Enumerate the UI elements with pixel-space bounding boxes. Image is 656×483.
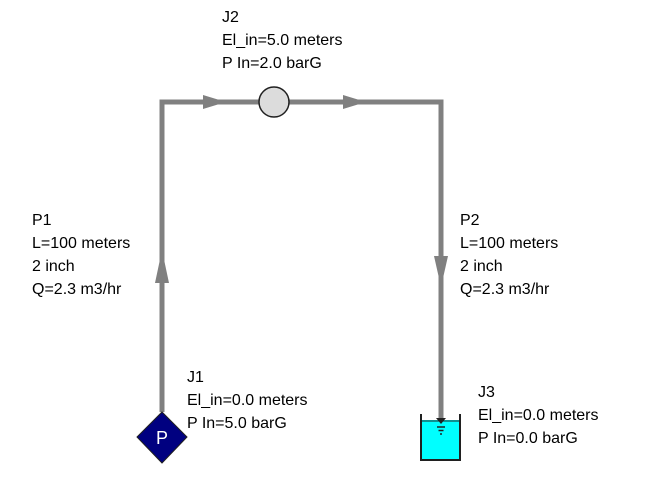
junction-j2-label: J2 El_in=5.0 meters P In=2.0 barG (222, 6, 343, 75)
flow-value: Q=2.3 m3/hr (32, 281, 122, 298)
junction-name: J2 (222, 9, 239, 26)
pipe-p2[interactable] (274, 95, 448, 418)
pipe-name: P2 (460, 212, 480, 229)
elevation-value: El_in=5.0 meters (222, 32, 343, 49)
pipe-p1-label: P1 L=100 meters 2 inch Q=2.3 m3/hr (32, 209, 130, 301)
junction-j3-reservoir-icon[interactable] (420, 414, 461, 461)
elevation-value: El_in=0.0 meters (478, 407, 599, 424)
length-value: L=100 meters (460, 235, 559, 252)
junction-j3-label: J3 El_in=0.0 meters P In=0.0 barG (478, 381, 599, 450)
length-value: L=100 meters (32, 235, 131, 252)
flow-arrow-right-icon (203, 95, 226, 109)
flow-value: Q=2.3 m3/hr (460, 281, 550, 298)
junction-j2-branch-icon[interactable] (258, 86, 290, 118)
pressure-value: P In=5.0 barG (187, 415, 287, 432)
pipe-p1[interactable] (155, 95, 274, 412)
junction-j1-pressure-icon[interactable]: P (136, 411, 188, 464)
junction-j1-label: J1 El_in=0.0 meters P In=5.0 barG (187, 366, 308, 435)
pipe-p2-label: P2 L=100 meters 2 inch Q=2.3 m3/hr (460, 209, 558, 301)
size-value: 2 inch (32, 258, 75, 275)
flow-arrow-right-icon (343, 95, 366, 109)
pressure-value: P In=2.0 barG (222, 55, 322, 72)
pressure-value: P In=0.0 barG (478, 430, 578, 447)
junction-name: J1 (187, 369, 204, 386)
elevation-value: El_in=0.0 meters (187, 392, 308, 409)
junction-name: J3 (478, 384, 495, 401)
size-value: 2 inch (460, 258, 503, 275)
pipe-name: P1 (32, 212, 52, 229)
flow-arrow-down-icon (434, 256, 448, 287)
flow-arrow-up-icon (155, 250, 169, 283)
pressure-symbol: P (156, 428, 168, 448)
